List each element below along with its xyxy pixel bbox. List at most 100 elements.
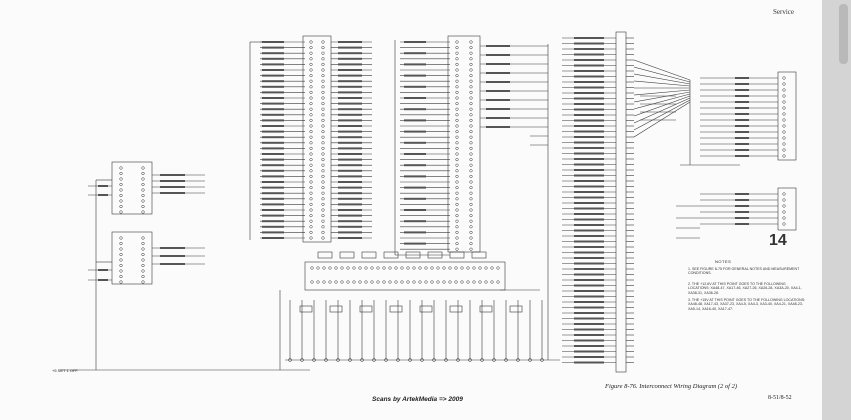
connector-pin: [455, 158, 459, 162]
connector-pin: [469, 51, 473, 55]
connector-pin: [782, 210, 786, 214]
wire-label-mark: [338, 69, 362, 71]
connector-pin: [455, 68, 459, 72]
wire-label-mark: [486, 54, 510, 56]
wire-label-mark: [574, 268, 604, 270]
wire-label-mark: [574, 59, 604, 61]
connector-pin: [455, 130, 459, 134]
wire-label-mark: [574, 350, 604, 353]
wire-label-mark: [486, 99, 510, 101]
connector-pin: [321, 230, 325, 234]
wire-label-mark: [404, 175, 426, 178]
wire-label-mark: [262, 113, 284, 116]
wire-label-mark: [574, 240, 604, 243]
connector-pin: [430, 266, 434, 270]
connector-pin: [321, 225, 325, 229]
wire-label-mark: [262, 74, 284, 77]
wire-label-mark: [338, 41, 362, 43]
connector-pin: [321, 57, 325, 61]
connector-pin: [455, 174, 459, 178]
wire: [633, 97, 691, 124]
connector-pin: [141, 280, 145, 284]
connector-pin: [394, 280, 398, 284]
wire-label-mark: [338, 141, 362, 144]
connector-pin: [321, 219, 325, 223]
wire-label-mark: [262, 147, 284, 150]
wire-label-mark: [338, 130, 362, 133]
connector-pin: [469, 135, 473, 139]
connector-pin: [455, 124, 459, 128]
wire-label-mark: [735, 217, 749, 219]
connector-pin: [469, 163, 473, 167]
connector-pin: [469, 90, 473, 94]
connector-pin: [309, 197, 313, 201]
connector-pin: [782, 148, 786, 152]
wire-label-mark: [160, 186, 185, 188]
connector-pin: [469, 118, 473, 122]
connector-pin: [455, 85, 459, 89]
connector-pin: [321, 186, 325, 190]
connector-pin: [309, 107, 313, 111]
wire-label-mark: [262, 197, 284, 200]
connector-pin: [455, 141, 459, 145]
connector-block: [111, 161, 153, 215]
connector-pin: [782, 154, 786, 158]
connector-pin: [469, 79, 473, 83]
connector-pin: [309, 174, 313, 178]
wire-label-mark: [574, 262, 604, 265]
wire-label-mark: [262, 91, 284, 94]
connector-pin: [321, 68, 325, 72]
wire-label-mark: [338, 125, 362, 127]
connector-pin: [782, 222, 786, 226]
wire-label-mark: [735, 149, 749, 151]
connector-pin: [309, 57, 313, 61]
wire-label-mark: [262, 175, 284, 178]
connector-pin: [469, 68, 473, 72]
wire-label-mark: [574, 174, 604, 177]
wire: [633, 95, 691, 117]
wire-label-mark: [574, 81, 604, 83]
connector-pin: [469, 197, 473, 201]
wire-label-mark: [404, 97, 426, 99]
connector-pin: [400, 280, 404, 284]
connector-pin: [469, 236, 473, 240]
connector-column: [302, 35, 332, 243]
figure-caption: Figure 8-76. Interconnect Wiring Diagram…: [605, 383, 738, 390]
wire-label-mark: [404, 153, 426, 155]
scrollbar-thumb[interactable]: [839, 4, 848, 64]
wire-label-mark: [735, 199, 749, 201]
connector-pin: [119, 210, 123, 214]
connector-pin: [321, 214, 325, 218]
wire-label-mark: [404, 242, 426, 245]
wire-label-mark: [404, 164, 426, 167]
connector-pin: [454, 280, 458, 284]
bus-tab: [339, 251, 355, 259]
connector-pin: [141, 166, 145, 170]
wire: [633, 99, 691, 131]
connector-pin: [469, 247, 473, 251]
wire: [633, 101, 691, 138]
wire-label-mark: [574, 345, 604, 347]
connector-pin: [472, 280, 476, 284]
wire-label-mark: [735, 193, 749, 195]
connector-pin: [309, 68, 313, 72]
connector-pin: [455, 57, 459, 61]
connector-pin: [412, 266, 416, 270]
connector-pin: [460, 266, 464, 270]
wire-label-mark: [574, 257, 604, 259]
wire-label-mark: [262, 214, 284, 217]
wire-label-mark: [574, 328, 604, 331]
connector-pin: [436, 280, 440, 284]
wire-label-mark: [486, 81, 510, 83]
connector-pin: [782, 136, 786, 140]
connector-pin: [321, 96, 325, 100]
connector-pin: [469, 191, 473, 195]
wire-label-mark: [574, 356, 604, 358]
connector-pin: [309, 124, 313, 128]
connector-pin: [469, 124, 473, 128]
connector-pin: [455, 202, 459, 206]
wire-label-mark: [338, 231, 362, 234]
vertical-scrollbar[interactable]: [836, 0, 851, 420]
connector-pin: [455, 180, 459, 184]
wire-label-mark: [735, 101, 749, 103]
